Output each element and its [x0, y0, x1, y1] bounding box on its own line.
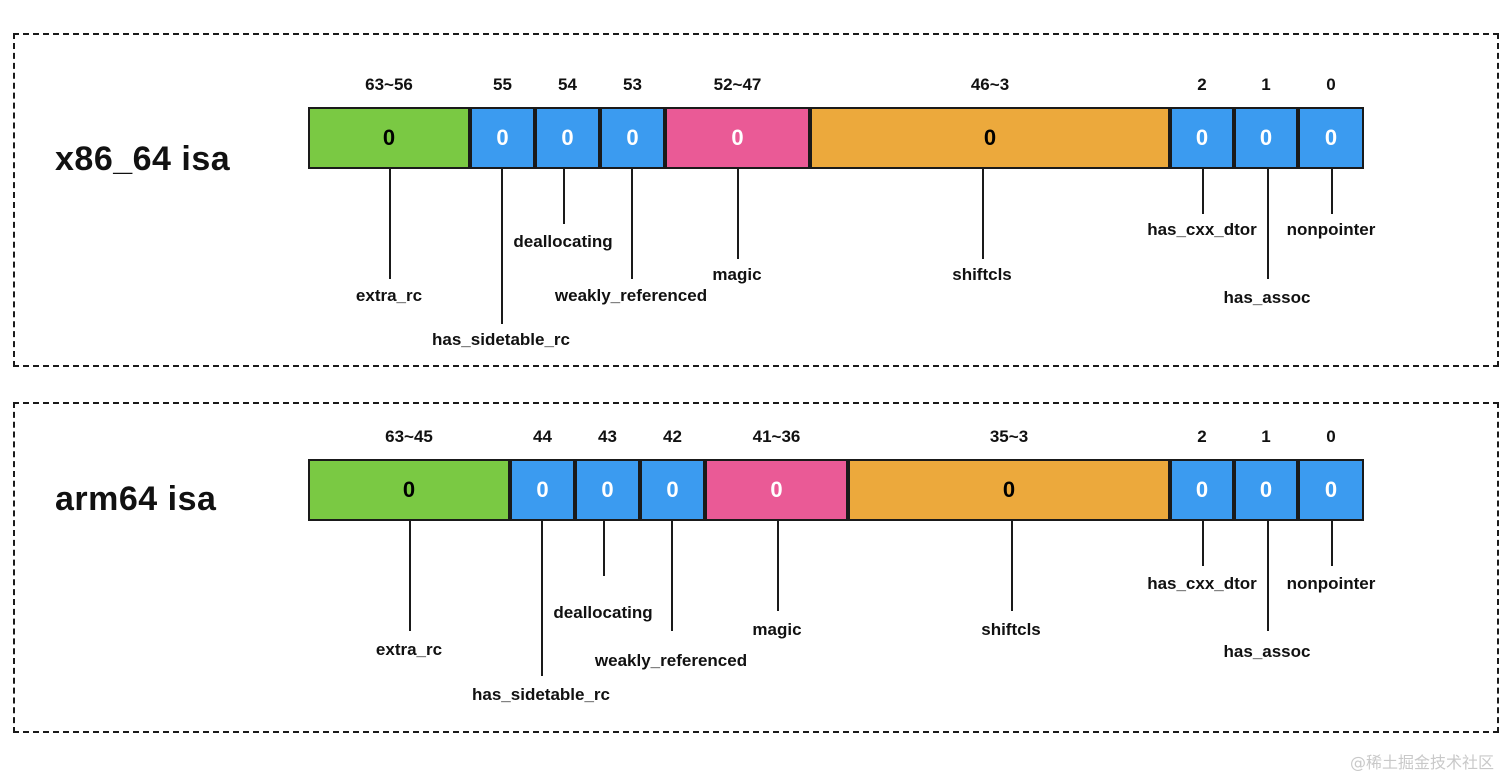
panel-arm64-isa — [13, 402, 1499, 733]
callout-leader-line — [603, 521, 605, 576]
bitfield-segment-value: 0 — [1195, 477, 1209, 502]
panel-title-x86-64: x86_64 isa — [55, 140, 231, 178]
bit-range-label: 55 — [493, 75, 512, 94]
bitfield-segment-value: 0 — [1324, 125, 1338, 150]
bit-range-label: 52~47 — [713, 75, 762, 94]
bit-range-label: 42 — [663, 427, 682, 446]
bitfield-segment-value: 0 — [561, 125, 574, 150]
bitfield-segment: 0 — [470, 107, 535, 169]
bitfield-segment-value: 0 — [626, 125, 639, 150]
field-label: weakly_referenced — [594, 651, 748, 670]
bitfield-segment: 0 — [535, 107, 600, 169]
field-label: has_assoc — [1223, 642, 1311, 661]
callout-leader-line — [671, 521, 673, 631]
bitfield-segment: 0 — [1170, 459, 1234, 521]
bitfield-segment: 0 — [308, 107, 470, 169]
field-label: magic — [752, 620, 802, 639]
bitfield-segment-value: 0 — [1259, 477, 1273, 502]
bit-range-label: 1 — [1261, 427, 1271, 446]
field-label: has_assoc — [1223, 288, 1311, 307]
field-label: has_cxx_dtor — [1147, 220, 1257, 239]
field-label: has_cxx_dtor — [1147, 574, 1257, 593]
bit-range-label: 35~3 — [989, 427, 1029, 446]
callout-leader-line — [1331, 169, 1333, 214]
bitfield-segment: 0 — [308, 459, 510, 521]
bitfield-segment-value: 0 — [1324, 477, 1338, 502]
bitfield-segment-value: 0 — [983, 125, 997, 150]
callout-leader-line — [777, 521, 779, 611]
bitfield-segment-value: 0 — [536, 477, 549, 502]
bit-range-label: 54 — [558, 75, 577, 94]
field-label: extra_rc — [355, 286, 423, 305]
bit-range-label: 1 — [1261, 75, 1271, 94]
field-label: deallocating — [513, 232, 613, 251]
callout-leader-line — [1202, 169, 1204, 214]
bitfield-segment: 0 — [1234, 459, 1298, 521]
bitfield-segment: 0 — [1298, 459, 1364, 521]
bitfield-segment-value: 0 — [1195, 125, 1209, 150]
field-label: has_sidetable_rc — [472, 685, 610, 704]
bitfield-segment-value: 0 — [1259, 125, 1273, 150]
callout-leader-line — [982, 169, 984, 259]
callout-leader-line — [409, 521, 411, 631]
callout-leader-line — [1267, 521, 1269, 631]
panel-title-arm64: arm64 isa — [55, 480, 217, 518]
bitfield-segment: 0 — [575, 459, 640, 521]
callout-leader-line — [389, 169, 391, 279]
bitfield-segment: 0 — [665, 107, 810, 169]
bit-range-label: 43 — [598, 427, 617, 446]
callout-leader-line — [501, 169, 503, 324]
bitfield-segment: 0 — [640, 459, 705, 521]
callout-leader-line — [563, 169, 565, 224]
bit-range-label: 44 — [533, 427, 552, 446]
callout-leader-line — [631, 169, 633, 279]
bitfield-segment-value: 0 — [496, 125, 509, 150]
bit-range-label: 2 — [1197, 427, 1207, 446]
bit-range-label: 46~3 — [970, 75, 1010, 94]
callout-leader-line — [1331, 521, 1333, 566]
watermark: @稀土掘金技术社区 — [1349, 753, 1494, 772]
bit-range-label: 63~45 — [385, 427, 433, 446]
field-label: shiftcls — [952, 265, 1012, 284]
bitfield-segment-value: 0 — [382, 125, 396, 150]
bit-range-label: 53 — [623, 75, 642, 94]
bitfield-segment: 0 — [1170, 107, 1234, 169]
bitfield-segment-value: 0 — [731, 125, 744, 150]
callout-leader-line — [1202, 521, 1204, 566]
bitfield-bar-x86-64: 0 0 0 0 0 0 0 0 0 — [308, 107, 1364, 169]
bitfield-segment-value: 0 — [666, 477, 679, 502]
bitfield-segment: 0 — [810, 107, 1170, 169]
bitfield-bar-arm64: 0 0 0 0 0 0 0 0 0 — [308, 459, 1364, 521]
field-label: has_sidetable_rc — [432, 330, 570, 349]
bitfield-segment: 0 — [705, 459, 848, 521]
callout-leader-line — [737, 169, 739, 259]
bit-range-label: 41~36 — [752, 427, 801, 446]
bitfield-segment: 0 — [1298, 107, 1364, 169]
field-label: deallocating — [553, 603, 653, 622]
field-label: extra_rc — [375, 640, 443, 659]
bit-range-label: 0 — [1326, 427, 1336, 446]
bit-range-label: 63~56 — [365, 75, 413, 94]
bitfield-segment-value: 0 — [770, 477, 783, 502]
bitfield-segment: 0 — [510, 459, 575, 521]
bit-range-label: 0 — [1326, 75, 1336, 94]
callout-leader-line — [1011, 521, 1013, 611]
callout-leader-line — [1267, 169, 1269, 279]
callout-leader-line — [541, 521, 543, 676]
field-label: nonpointer — [1286, 220, 1376, 239]
bitfield-segment: 0 — [1234, 107, 1298, 169]
field-label: weakly_referenced — [554, 286, 708, 305]
bit-range-label: 2 — [1197, 75, 1207, 94]
bitfield-segment: 0 — [848, 459, 1170, 521]
bitfield-segment: 0 — [600, 107, 665, 169]
bitfield-segment-value: 0 — [601, 477, 614, 502]
field-label: magic — [712, 265, 762, 284]
bitfield-segment-value: 0 — [402, 477, 416, 502]
field-label: shiftcls — [981, 620, 1041, 639]
bitfield-segment-value: 0 — [1002, 477, 1016, 502]
field-label: nonpointer — [1286, 574, 1376, 593]
panel-x86-64-isa — [13, 33, 1499, 367]
